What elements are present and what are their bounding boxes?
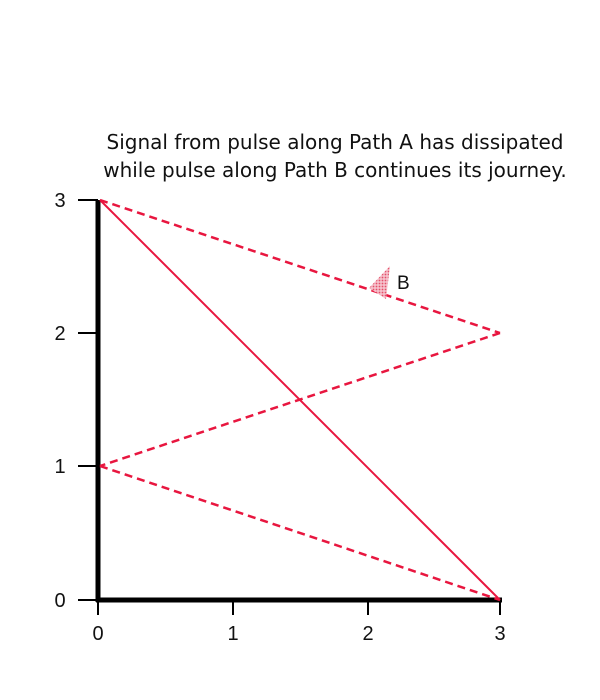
path-b-segment-2 [99, 331, 501, 468]
path-b-segment-3 [99, 464, 501, 602]
y-tick-label-0: 0 [54, 590, 65, 612]
y-tick-label-2: 2 [54, 323, 65, 345]
x-tick-label-0: 0 [92, 623, 103, 645]
caption: Signal from pulse along Path A has dissi… [95, 128, 575, 184]
y-tick-label-1: 1 [54, 456, 65, 478]
pulse-b-label: B [397, 273, 410, 294]
x-tick-label-2: 2 [362, 623, 373, 645]
caption-line-2: while pulse along Path B continues its j… [103, 158, 567, 182]
y-tick-label-3: 3 [54, 190, 65, 212]
caption-line-1: Signal from pulse along Path A has dissi… [106, 130, 564, 154]
x-tick-label-1: 1 [227, 623, 238, 645]
x-tick-label-3: 3 [494, 623, 505, 645]
path-b-segment-1 [99, 198, 501, 335]
pulse-b-marker [369, 266, 390, 299]
